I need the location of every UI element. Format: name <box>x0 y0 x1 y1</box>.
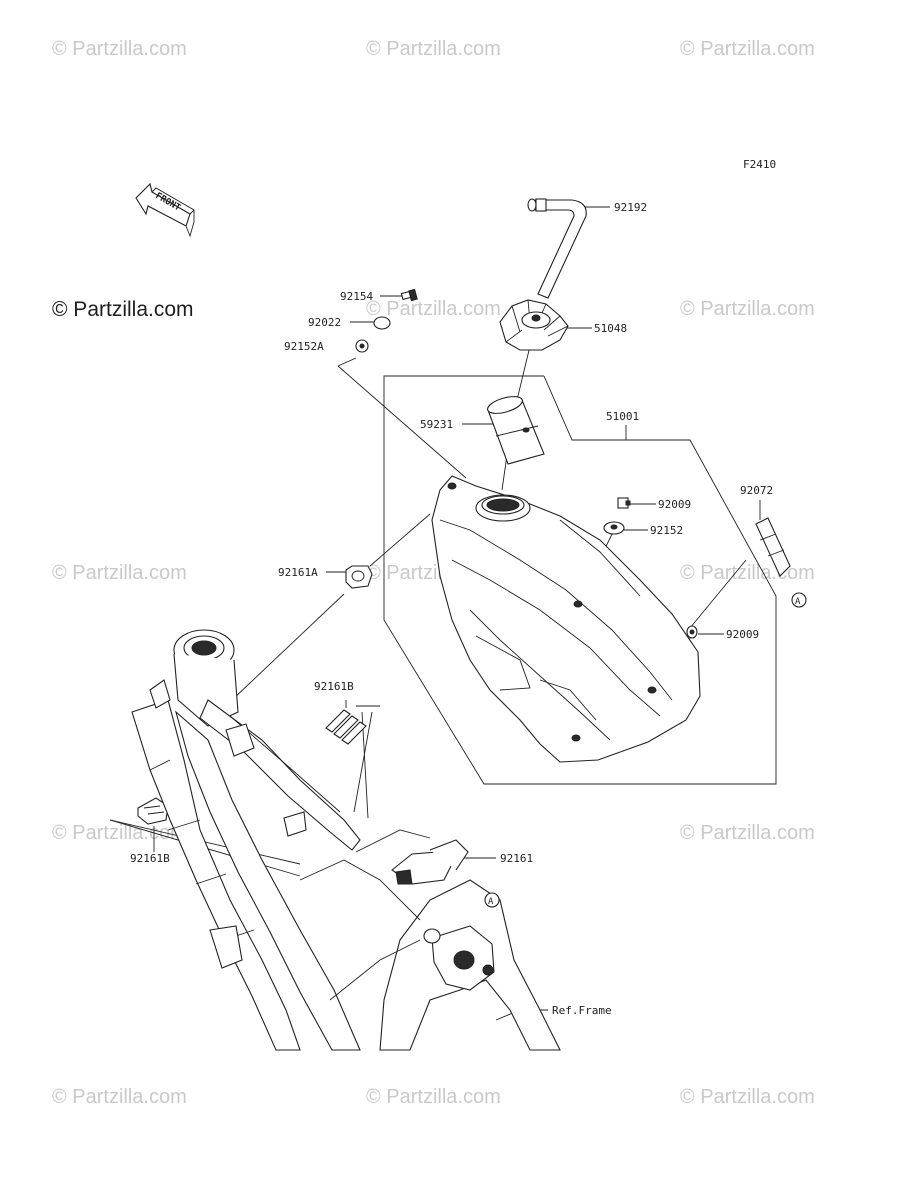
watermark: © Partzilla.com <box>52 1086 187 1108</box>
watermark: © Partzilla.com <box>680 38 815 60</box>
watermark: © Partzilla.com <box>52 562 187 584</box>
ref-marker-a: A <box>795 597 801 607</box>
watermark: © Partzilla.com <box>680 298 815 320</box>
part-label-92152: 92152 <box>650 524 683 537</box>
bolt-92009-upper <box>617 497 631 509</box>
watermark: © Partzilla.com <box>52 38 187 60</box>
part-label-92161b-top: 92161B <box>314 680 354 693</box>
bolt-92154 <box>400 288 418 302</box>
collar-92152A <box>355 339 369 353</box>
part-label-92009-upper: 92009 <box>658 498 691 511</box>
part-labels: 92192 92154 92022 92152A 51048 59231 510… <box>130 201 773 1017</box>
damper-92161A <box>345 565 373 589</box>
partzilla-logo: © Partzilla.com <box>52 298 194 321</box>
part-label-92161: 92161 <box>500 852 533 865</box>
part-label-92009-lower: 92009 <box>726 628 759 641</box>
watermark: © Partzilla.com <box>52 822 187 844</box>
bolt-92009-lower <box>686 625 698 639</box>
figure-code: F2410 <box>743 158 777 171</box>
washer-92022 <box>373 316 391 330</box>
part-label-92154: 92154 <box>340 290 373 303</box>
part-label-51048: 51048 <box>594 322 627 335</box>
damper-92161 <box>391 839 469 885</box>
strap-92072: A <box>755 517 807 608</box>
part-label-92161a: 92161A <box>278 566 318 579</box>
motorcycle-frame: A <box>131 629 561 1051</box>
watermark: © Partzilla.com <box>366 298 501 320</box>
ref-marker-a-frame: A <box>488 897 494 907</box>
filter-cylinder <box>487 396 545 465</box>
part-label-ref-frame: Ref.Frame <box>552 1004 612 1017</box>
watermark: © Partzilla.com <box>366 38 501 60</box>
watermark: © Partzilla.com <box>366 1086 501 1108</box>
breather-hose <box>527 198 587 299</box>
part-label-92152a: 92152A <box>284 340 324 353</box>
watermark: © Partzilla.com <box>680 822 815 844</box>
front-arrow-icon: FRONT <box>135 182 195 238</box>
pad-92161B-left <box>137 797 169 825</box>
part-label-92192: 92192 <box>614 201 647 214</box>
part-label-92072: 92072 <box>740 484 773 497</box>
fuel-cap <box>499 299 569 351</box>
rubber-strips-92161B <box>325 709 367 745</box>
part-label-92022: 92022 <box>308 316 341 329</box>
watermark: © Partzilla.com <box>680 1086 815 1108</box>
part-label-51001: 51001 <box>606 410 639 423</box>
fuel-tank <box>431 475 701 763</box>
part-label-92161b-left: 92161B <box>130 852 170 865</box>
collar-92152 <box>603 521 625 535</box>
part-label-59231: 59231 <box>420 418 453 431</box>
